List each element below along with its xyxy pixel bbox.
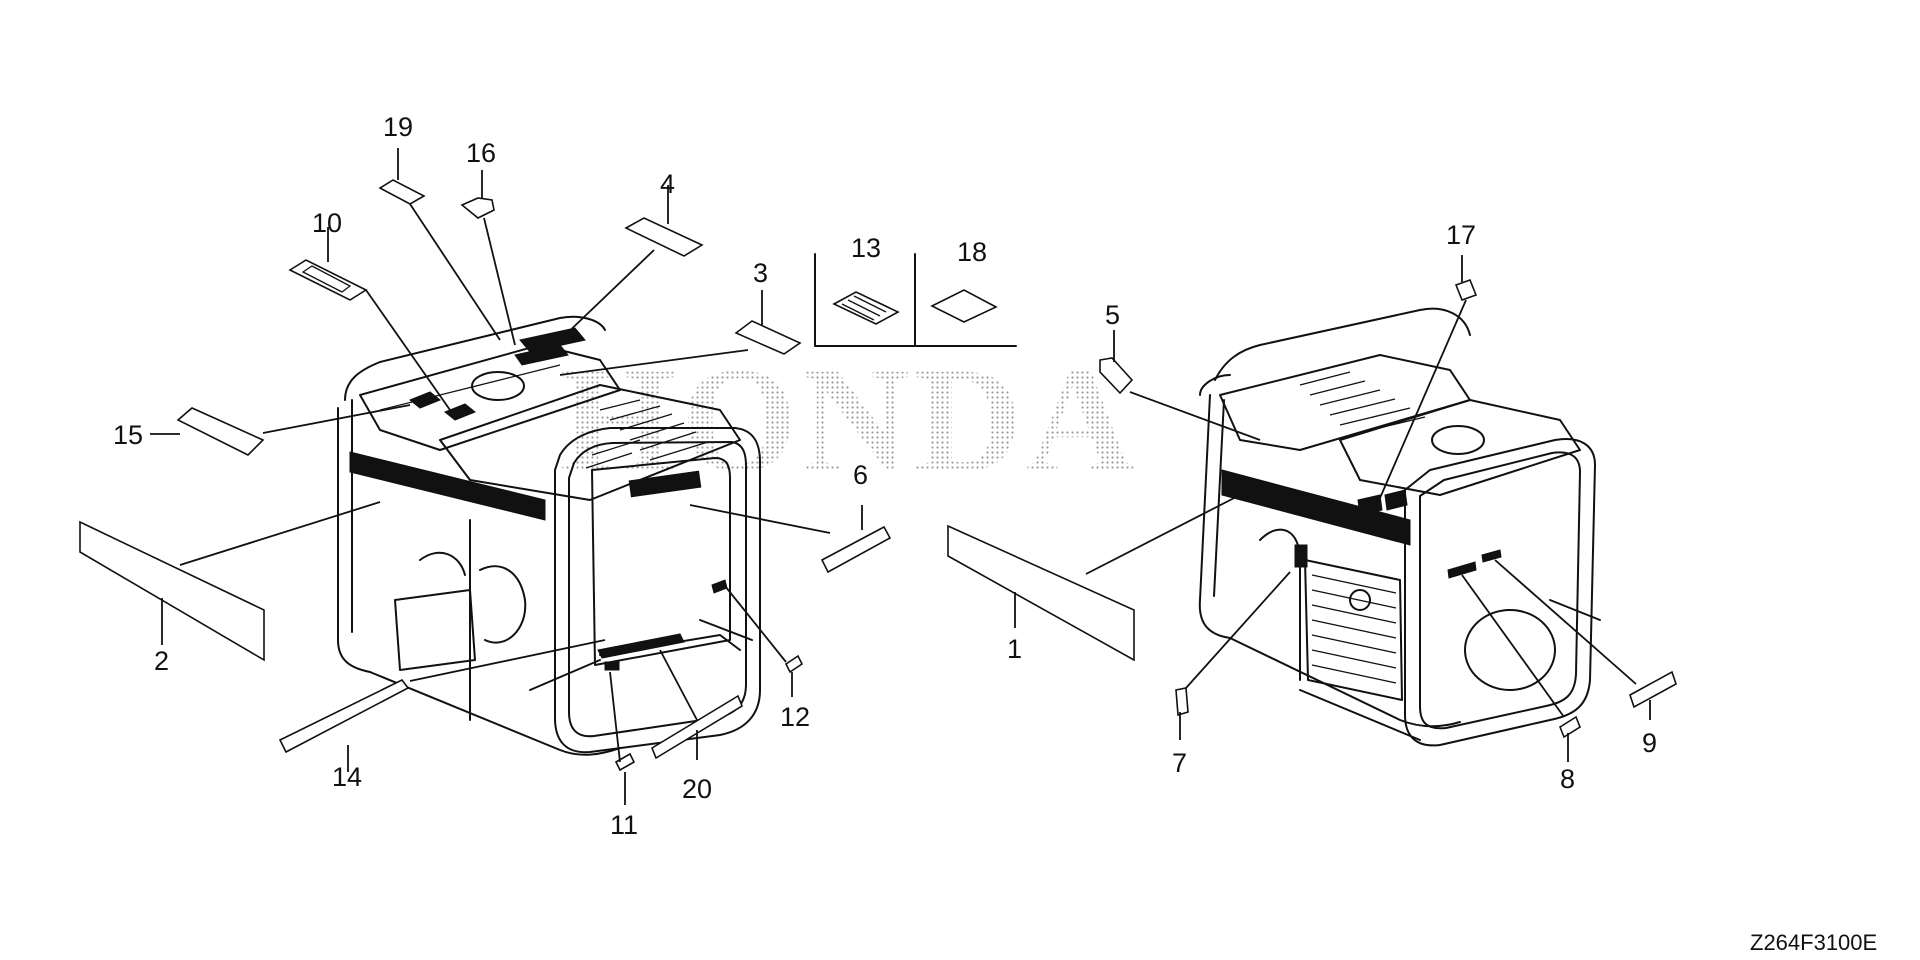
callout-13: 13 xyxy=(851,233,881,263)
generator-left xyxy=(337,315,761,756)
callout-12: 12 xyxy=(780,702,810,732)
callout-3: 3 xyxy=(753,258,768,288)
label-19 xyxy=(378,179,426,205)
inset-box xyxy=(814,253,1017,347)
callouts: 1 2 3 4 5 6 7 8 9 10 11 12 13 14 15 16 1… xyxy=(113,112,1657,840)
generator-right xyxy=(1198,307,1601,747)
callout-11: 11 xyxy=(610,810,638,840)
diagram-code: Z264F3100E xyxy=(1750,930,1877,955)
callout-9: 9 xyxy=(1642,728,1657,758)
callout-15: 15 xyxy=(113,420,143,450)
callout-16: 16 xyxy=(466,138,496,168)
label-20 xyxy=(651,694,743,760)
callout-18: 18 xyxy=(957,237,987,267)
label-13 xyxy=(832,291,900,325)
callout-1: 1 xyxy=(1007,634,1022,664)
callout-8: 8 xyxy=(1560,764,1575,794)
label-16 xyxy=(460,197,495,219)
label-1 xyxy=(947,524,1135,662)
watermark: HONDA xyxy=(560,337,1138,503)
callout-17: 17 xyxy=(1446,220,1476,250)
callout-14: 14 xyxy=(332,762,362,792)
callout-6: 6 xyxy=(853,460,868,490)
callout-20: 20 xyxy=(682,774,712,804)
label-7 xyxy=(1175,687,1189,717)
label-5 xyxy=(1099,357,1134,395)
callout-2: 2 xyxy=(154,646,169,676)
label-4 xyxy=(624,217,704,257)
label-8 xyxy=(1559,715,1581,739)
label-9 xyxy=(1629,670,1677,709)
callout-4: 4 xyxy=(660,169,675,199)
label-3 xyxy=(734,320,802,355)
leader-lines xyxy=(150,148,1651,805)
label-6 xyxy=(820,525,892,574)
loose-labels xyxy=(79,179,1677,772)
label-2 xyxy=(79,520,265,662)
label-17 xyxy=(1454,278,1478,302)
label-12 xyxy=(784,654,804,674)
label-14 xyxy=(278,678,410,754)
label-10 xyxy=(288,259,368,301)
callout-10: 10 xyxy=(312,208,342,238)
label-11 xyxy=(614,752,636,772)
callout-5: 5 xyxy=(1105,300,1120,330)
callout-7: 7 xyxy=(1172,748,1187,778)
label-18 xyxy=(930,289,998,323)
label-15 xyxy=(176,407,265,456)
callout-19: 19 xyxy=(383,112,413,142)
